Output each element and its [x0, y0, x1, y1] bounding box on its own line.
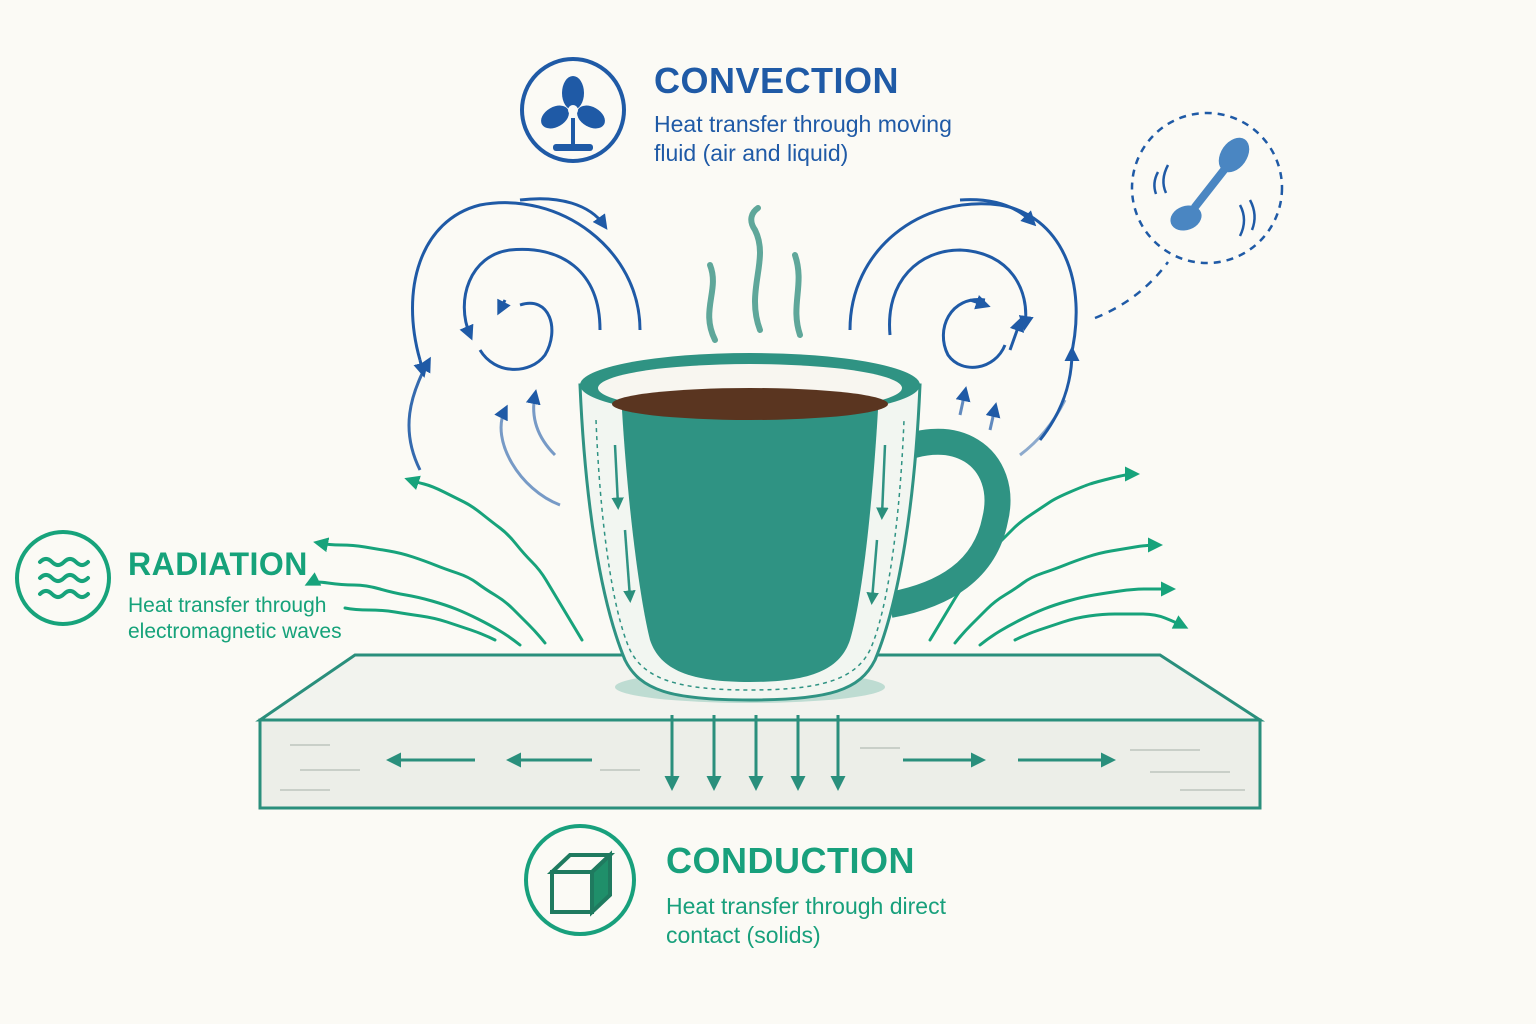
- convection-description: Heat transfer through moving fluid (air …: [654, 111, 952, 166]
- coffee-mug: [578, 353, 1011, 703]
- radiation-title: RADIATION: [128, 546, 308, 582]
- radiation-waves-right: [928, 466, 1189, 647]
- conduction-label: CONDUCTION Heat transfer through direct …: [666, 840, 946, 950]
- steam: [706, 205, 803, 343]
- conduction-description: Heat transfer through direct contact (so…: [666, 893, 946, 948]
- convection-title: CONVECTION: [654, 60, 900, 101]
- radiation-label: RADIATION Heat transfer through electrom…: [128, 546, 388, 646]
- conduction-arrows: [386, 715, 1116, 791]
- convection-label: CONVECTION Heat transfer through moving …: [654, 60, 994, 168]
- convection-currents-right: [848, 198, 1080, 457]
- fan-icon: [520, 57, 626, 163]
- convection-currents-left: [407, 197, 642, 507]
- cube-icon: [524, 824, 636, 936]
- conduction-title: CONDUCTION: [666, 840, 915, 881]
- radiation-waves-left: [304, 475, 584, 647]
- waves-icon: [15, 530, 111, 626]
- radiation-description: Heat transfer through electromagnetic wa…: [128, 594, 342, 644]
- spoon-icon: [1094, 111, 1284, 320]
